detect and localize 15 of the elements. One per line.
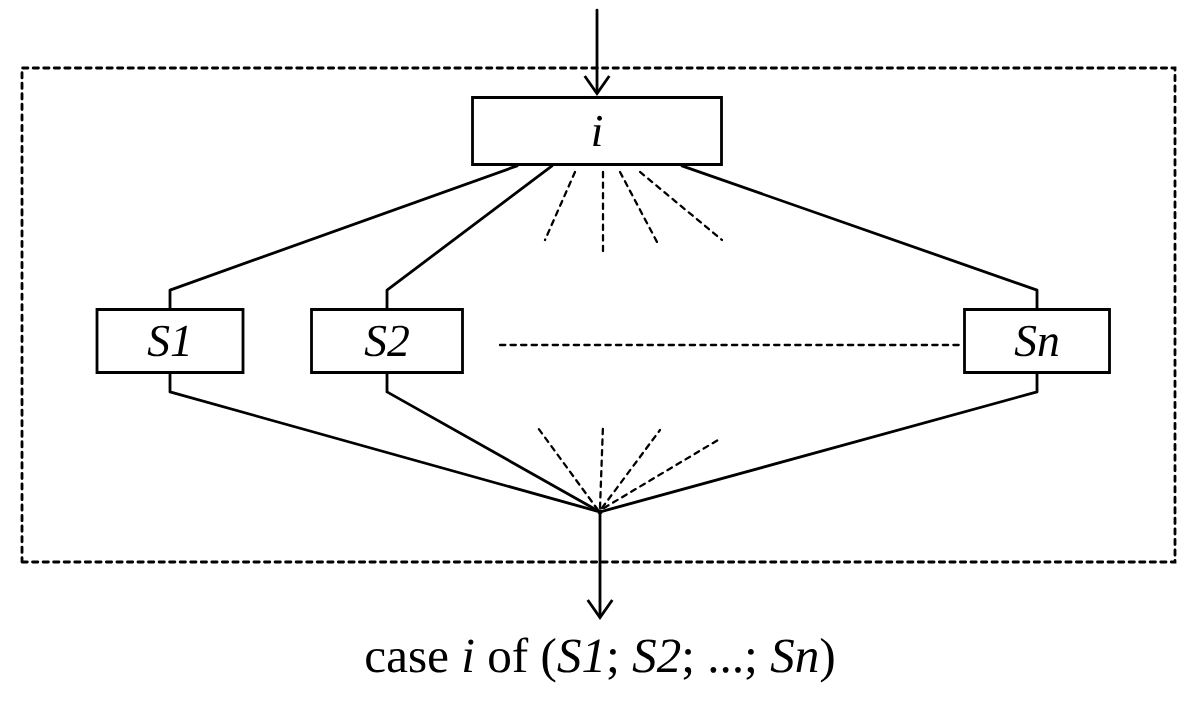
connector-line bbox=[168, 372, 599, 513]
dashed-frame bbox=[20, 66, 1177, 564]
caption: case i of (S1; S2; ...; Sn) bbox=[366, 637, 834, 683]
process-box: i bbox=[471, 96, 723, 166]
process-box: Sn bbox=[963, 308, 1111, 374]
connector-line bbox=[168, 164, 519, 310]
connector-line bbox=[601, 372, 1039, 513]
arrow bbox=[583, 8, 611, 97]
connector-line bbox=[385, 372, 599, 512]
connector-line bbox=[680, 164, 1039, 310]
junction-point bbox=[597, 509, 603, 515]
process-box: S2 bbox=[310, 308, 464, 374]
connector-line bbox=[385, 164, 554, 310]
process-box: S1 bbox=[95, 308, 245, 374]
arrow bbox=[586, 513, 614, 620]
